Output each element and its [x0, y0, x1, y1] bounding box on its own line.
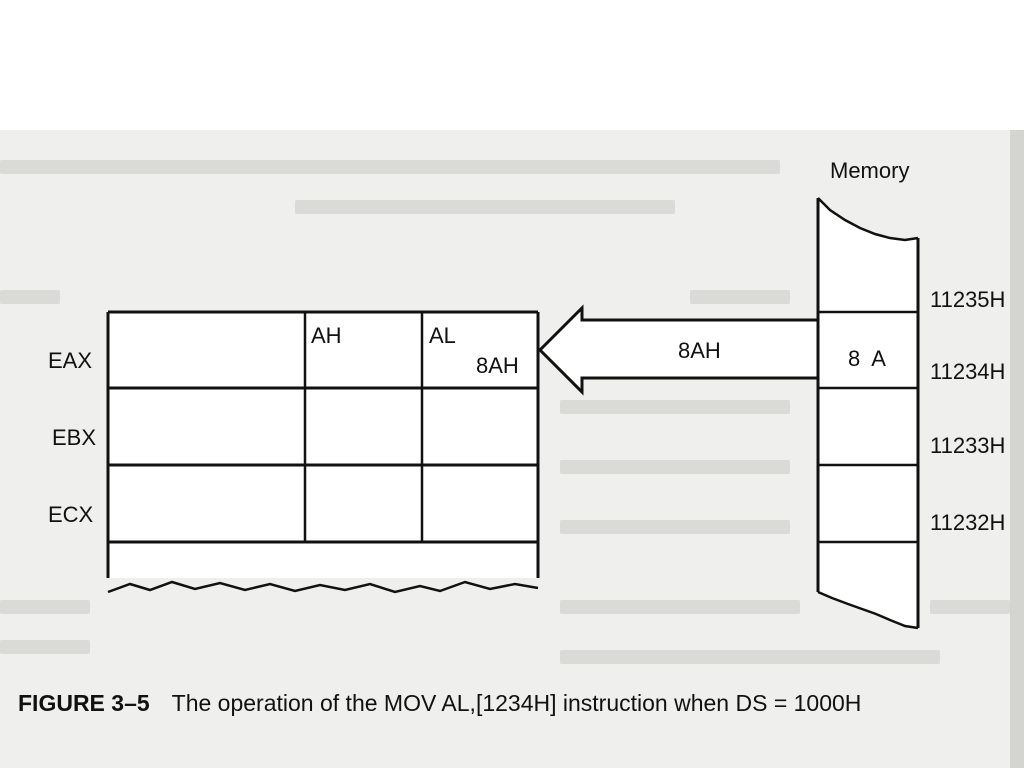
transfer-arrow: [537, 304, 820, 396]
address-label: 11235H: [930, 287, 1006, 312]
address-label: 11234H: [930, 359, 1006, 384]
register-label-ecx: ECX: [48, 502, 94, 527]
memory-torn-bottom: [817, 590, 919, 630]
ah-label: AH: [311, 323, 342, 348]
memory-block: [816, 197, 920, 630]
address-label: 11232H: [930, 510, 1006, 535]
register-torn-edge: [107, 580, 539, 594]
address-label: 11233H: [930, 433, 1006, 458]
memory-title: Memory: [830, 158, 910, 183]
figure-caption: FIGURE 3–5 The operation of the MOV AL,[1…: [18, 690, 861, 716]
register-label-ebx: EBX: [52, 425, 97, 450]
arrow-value-label: 8AH: [678, 338, 721, 363]
figure-number: FIGURE 3–5: [18, 690, 150, 716]
memory-cell-value: 8 A: [848, 346, 886, 371]
register-label-eax: EAX: [48, 348, 93, 373]
al-label: AL: [429, 323, 456, 348]
page-edge-shadow: [1010, 130, 1024, 768]
register-block: [106, 310, 540, 594]
memory-torn-top: [817, 197, 919, 242]
al-value: 8AH: [476, 353, 519, 378]
caption-text: The operation of the MOV AL,[1234H] inst…: [171, 690, 862, 716]
